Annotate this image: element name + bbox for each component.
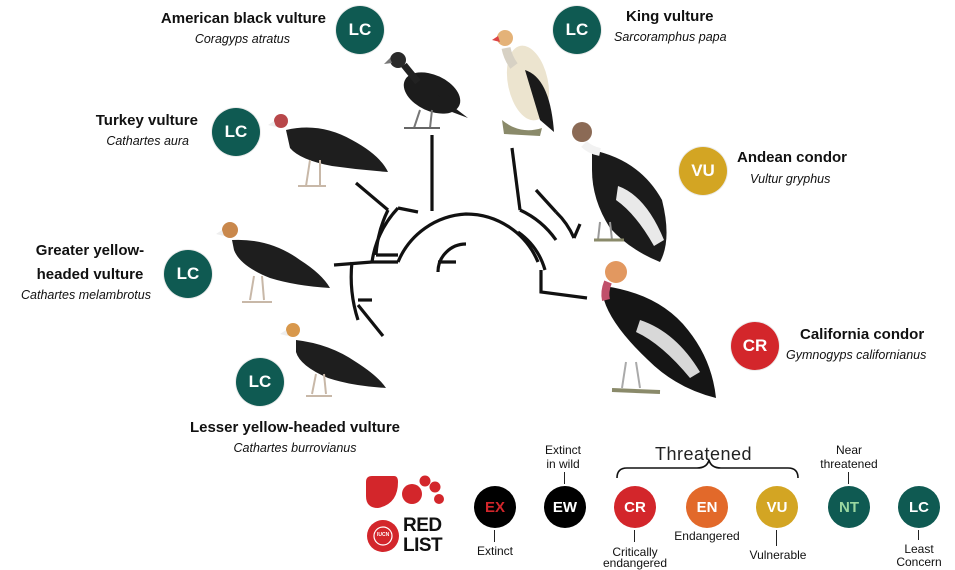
legend-tick-vu xyxy=(776,530,777,546)
species-sci-turkey-vulture: Cathartes aura xyxy=(40,133,189,149)
legend-tick-lc xyxy=(918,530,919,540)
legend-caption-ew-line2: in wild xyxy=(532,458,594,471)
turkey-vulture-illustration xyxy=(268,114,388,186)
species-sci-california-condor: Gymnogyps californianus xyxy=(786,347,926,363)
status-badge-california-condor: CR xyxy=(731,322,779,370)
american-black-vulture-illustration xyxy=(384,52,468,128)
status-badge-greater-yellow-headed-vulture: LC xyxy=(164,250,212,298)
species-name-american-black-vulture: American black vulture xyxy=(130,10,326,28)
legend-caption-ex: Extinct xyxy=(464,545,526,558)
andean-condor-illustration xyxy=(572,122,667,262)
status-badge-turkey-vulture: LC xyxy=(212,108,260,156)
species-sci-greater-yellow-headed-vulture: Cathartes melambrotus xyxy=(0,287,172,303)
legend-badge-lc: LC xyxy=(898,486,940,528)
legend-caption-lc-line2: Concern xyxy=(888,556,950,569)
legend-caption-cr-line2: endangered xyxy=(592,557,678,570)
california-condor-illustration xyxy=(604,261,716,398)
branch-california-condor xyxy=(541,270,587,298)
species-name-lesser-yellow-headed-vulture: Lesser yellow-headed vulture xyxy=(170,419,420,437)
species-sci-andean-condor: Vultur gryphus xyxy=(750,171,830,187)
species-name-andean-condor: Andean condor xyxy=(737,149,847,167)
legend-caption-en: Endangered xyxy=(664,530,750,543)
branch-lesser-yellow xyxy=(358,305,383,336)
legend-badge-nt: NT xyxy=(828,486,870,528)
legend-badge-ew: EW xyxy=(544,486,586,528)
legend-badge-cr: CR xyxy=(614,486,656,528)
legend-tick-ew xyxy=(564,472,565,484)
iucn-red-list-logo: IUCN RED LIST xyxy=(364,474,454,558)
legend-tick-nt xyxy=(848,472,849,484)
threatened-label: Threatened xyxy=(655,444,752,465)
lesser-yellow-headed-vulture-illustration xyxy=(280,323,386,396)
legend-tick-cr xyxy=(634,530,635,542)
iucn-small-text: IUCN xyxy=(377,532,389,538)
status-badge-king-vulture: LC xyxy=(553,6,601,54)
tree-main-arc xyxy=(398,214,538,262)
branch-king-vulture xyxy=(512,148,520,210)
species-name-king-vulture: King vulture xyxy=(626,8,714,26)
legend-caption-ew-line1: Extinct xyxy=(532,444,594,457)
species-name-greater-yellow-headed-vulture-line1: Greater yellow- xyxy=(4,242,176,260)
legend-caption-vu: Vulnerable xyxy=(738,549,818,562)
status-badge-andean-condor: VU xyxy=(679,147,727,195)
red-list-word-2: LIST xyxy=(403,536,442,555)
legend-badge-vu: VU xyxy=(756,486,798,528)
status-badge-lesser-yellow-headed-vulture: LC xyxy=(236,358,284,406)
species-name-california-condor: California condor xyxy=(800,326,924,344)
branch-turkey-vulture xyxy=(356,183,388,210)
legend-caption-nt-line1: Near xyxy=(816,444,882,457)
status-badge-american-black-vulture: LC xyxy=(336,6,384,54)
tree-root-arc xyxy=(438,244,466,272)
species-name-greater-yellow-headed-vulture-line2: headed vulture xyxy=(4,266,176,284)
tree-condor-arc xyxy=(556,212,574,238)
species-sci-king-vulture: Sarcoramphus papa xyxy=(614,29,727,45)
legend-caption-nt-line2: threatened xyxy=(812,458,886,471)
legend-tick-ex xyxy=(494,530,495,542)
legend-badge-ex: EX xyxy=(474,486,516,528)
species-sci-lesser-yellow-headed-vulture: Cathartes burrovianus xyxy=(170,440,420,456)
red-list-word-1: RED xyxy=(403,516,442,535)
branch-andean-condor xyxy=(536,190,556,212)
tree-lower-arc xyxy=(351,262,358,320)
greater-yellow-headed-vulture-illustration xyxy=(216,222,330,302)
king-vulture-illustration xyxy=(492,30,555,136)
species-sci-american-black-vulture: Coragyps atratus xyxy=(130,31,290,47)
legend-badge-en: EN xyxy=(686,486,728,528)
species-name-turkey-vulture: Turkey vulture xyxy=(40,112,198,130)
